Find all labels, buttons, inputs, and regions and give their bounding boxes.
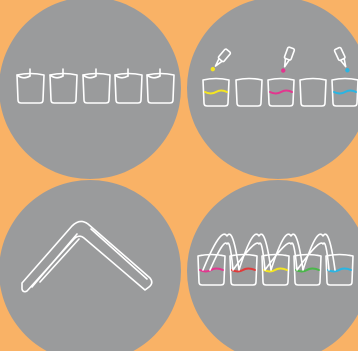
panel-step-1-circle (0, 0, 181, 179)
